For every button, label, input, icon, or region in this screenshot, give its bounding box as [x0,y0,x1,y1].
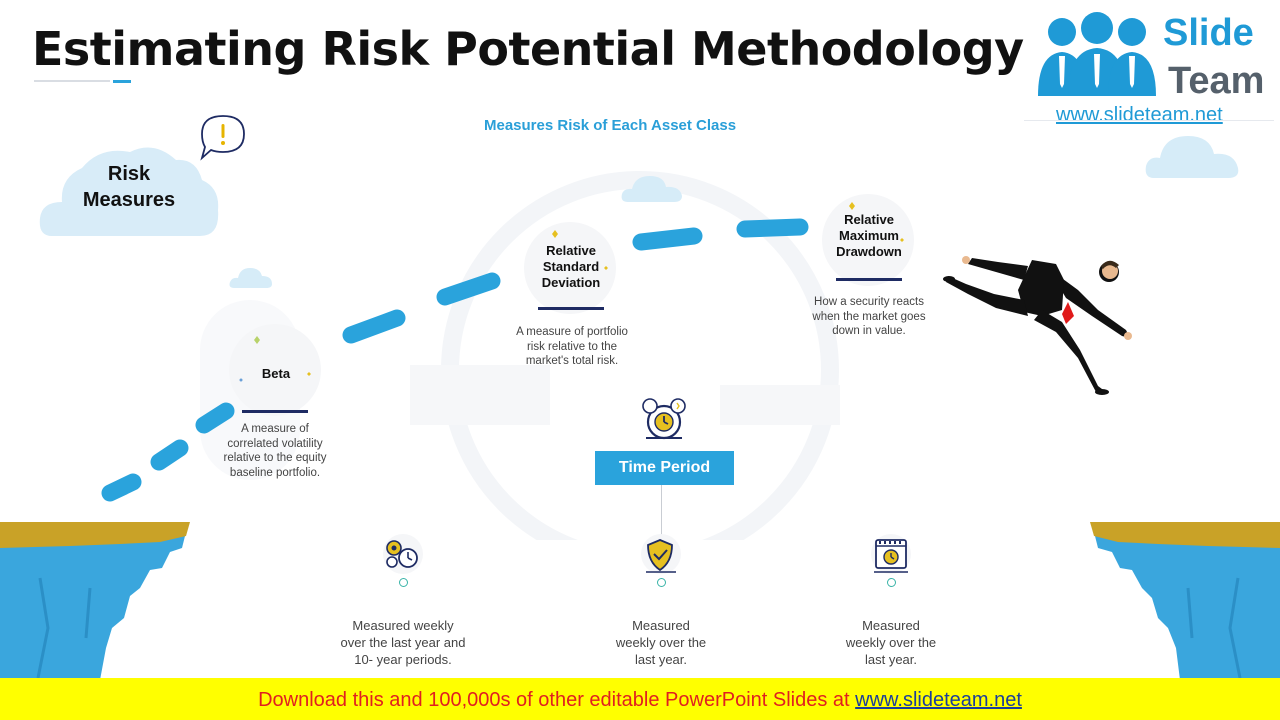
calendar-clock-icon [871,534,911,574]
desc-line: correlated volatility [227,437,323,450]
footer-message: Download this and 100,000s of other edit… [258,689,856,711]
people-logo-icon [1038,12,1156,96]
relative-maximum-drawdown-underline [836,278,902,281]
title-line: Relative [844,212,894,227]
desc-line: over the last year and [340,635,466,650]
right-cliff [1090,522,1280,680]
desc-line: market's total risk. [525,355,619,367]
desc-line: How a security reacts [814,296,924,308]
shield-check-icon [641,534,681,574]
stopwatch-coins-icon [642,398,686,440]
time-period-3-description: Measured weekly over the last year. [816,617,966,668]
gears-clock-icon [383,534,423,574]
title-underline-accent [113,80,131,83]
cloud-line-1: Risk [107,163,151,185]
time-period-2-description: Measured weekly over the last year. [586,617,736,668]
footer-banner [0,678,1280,720]
left-cliff [0,522,190,680]
logo-divider [1024,120,1274,121]
desc-line: down in value. [832,325,906,337]
beta-node-circle [229,324,321,416]
desc-line: Measured weekly [352,618,454,633]
desc-line: A measure of portfolio [516,326,628,338]
desc-line: 10- year periods. [354,652,452,667]
time-period-1-description: Measured weekly over the last year and 1… [320,617,486,668]
timeline-dot [399,578,408,587]
desc-line: risk relative to the [526,340,618,353]
footer-link[interactable]: www.slideteam.net [855,689,1022,711]
desc-line: Measured [862,618,920,633]
relative-maximum-drawdown-description: How a security reacts when the market go… [794,295,944,339]
desc-line: baseline portfolio. [229,466,321,479]
desc-line: last year. [864,652,918,667]
small-cloud-icon [229,268,272,288]
relative-standard-deviation-node-circle [524,222,616,314]
page-title: Estimating Risk Potential Methodology [32,22,1024,76]
title-line: Standard [542,259,600,274]
title-line: Relative [546,243,596,258]
title-line: Deviation [541,275,601,290]
desc-line: last year. [634,652,688,667]
title-underline [34,80,110,82]
risk-measures-label: Risk Measures [58,161,200,213]
logo-wordmark-slide: Slide [1163,12,1254,54]
desc-line: relative to the equity [223,452,327,464]
relative-standard-deviation-description: A measure of portfolio risk relative to … [497,325,647,369]
desc-line: when the market goes [812,310,926,323]
time-period-button[interactable]: Time Period [595,451,734,485]
beta-underline [242,410,308,413]
title-line: Drawdown [836,244,902,259]
jumping-businessman-illustration [943,256,1132,395]
beta-description: A measure of correlated volatility relat… [205,422,345,480]
desc-line: Measured [632,618,690,633]
relative-standard-deviation-underline [538,307,604,310]
cloud-line-2: Measures [82,189,176,211]
desc-line: A measure of [241,423,309,435]
beta-title: Beta [261,366,291,381]
relative-standard-deviation-title: Relative Standard Deviation [522,243,620,291]
time-period-connector [661,485,662,545]
desc-line: weekly over the [845,635,937,650]
subheading: Measures Risk of Each Asset Class [484,117,737,134]
footer-text: Download this and 100,000s of other edit… [0,689,1280,712]
small-cloud-icon [1145,136,1239,178]
desc-line: weekly over the [615,635,707,650]
relative-maximum-drawdown-node-circle [822,194,914,286]
relative-maximum-drawdown-title: Relative Maximum Drawdown [820,212,918,260]
timeline-dot [657,578,666,587]
risk-measures-cloud [39,147,219,236]
timeline-dot [887,578,896,587]
logo-wordmark-team: Team [1168,60,1265,102]
title-line: Maximum [839,228,899,243]
alert-speech-bubble-icon [200,115,245,161]
small-cloud-icon [621,176,682,202]
